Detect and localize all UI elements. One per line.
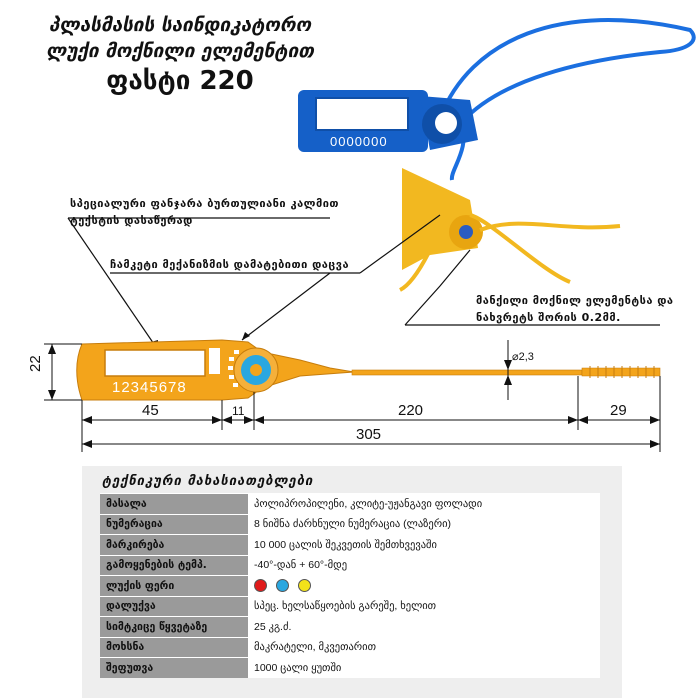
spec-key: შეფუთვა [100,657,248,678]
dim-diameter: ⌀2,3 [512,351,534,363]
yellow-color-dot [297,579,311,593]
title-line-1: პლასმასის საინდიკატორო [48,14,312,36]
spec-value: სპეც. ხელსაწყოების გარეშე, ხელით [248,595,600,617]
spec-key: მოხსნა [100,636,248,658]
blue-color-dot [275,579,289,593]
title-line-2: ლუქი მოქნილი ელემენტით [45,40,315,62]
spec-value: 8 ნიშნა ძარხნული ნუმერაცია (ლაზერი) [248,513,600,535]
spec-key: მასალა [100,493,248,514]
spec-key: მარკირება [100,534,248,555]
orange-seal-drawing: 12345678 [76,339,661,401]
spec-value: -40°-დან + 60°-მდე [248,554,600,576]
spec-value: 10 000 ცალის შეკვეთის შემთხვევაში [248,534,600,555]
spec-value: 25 კგ.ძ. [248,616,600,637]
callout-lock-protection: ჩამკეტი მექანიზმის დამატებითი დაცვა [110,258,350,271]
spec-value: მაკრატელი, მკვეთარით [248,636,600,658]
seal-color-swatches [248,575,600,596]
yellow-seal-closeup [398,168,621,292]
table-row: გამოყენების ტემპ.-40°-დან + 60°-მდე [100,554,600,576]
blue-seal-number: 0000000 [330,134,388,149]
callout-pen-window: სპეციალური ფანჯარა ბურთულიანი კალმით ტექ… [70,197,340,227]
blue-seal-photo: 0000000 [298,18,696,181]
dim-tip: 29 [610,402,627,419]
callout-lines [67,214,660,351]
callout-cable-gap: მანქილი მოქნილ ელემენტსა და ნახვრეტს შორ… [476,294,674,324]
spec-key: დალუქვა [100,595,248,617]
spec-value: პოლიპროპილენი, კლიტე-უჟანგავი ფოლადი [248,493,600,514]
spec-key: ლუქის ფერი [100,575,248,596]
dim-body: 45 [142,402,159,419]
spec-key: ნუმერაცია [100,513,248,535]
dimension-arrows [48,344,660,448]
dim-total: 305 [356,426,381,443]
spec-key: სიმტკიცე წყვეტაზე [100,616,248,637]
dim-height: 22 [27,355,44,372]
dim-tail: 220 [398,402,423,419]
title-model: ფასტი 220 [106,66,254,96]
table-row: ლუქის ფერი [100,575,600,596]
spec-key: გამოყენების ტემპ. [100,554,248,576]
red-color-dot [254,579,267,593]
specs-title: ტექნიკური მახასიათებლები [102,474,314,489]
spec-value: 1000 ცალი ყუთში [248,657,600,678]
dim-neck: 11 [232,404,245,418]
orange-seal-number: 12345678 [112,379,187,396]
